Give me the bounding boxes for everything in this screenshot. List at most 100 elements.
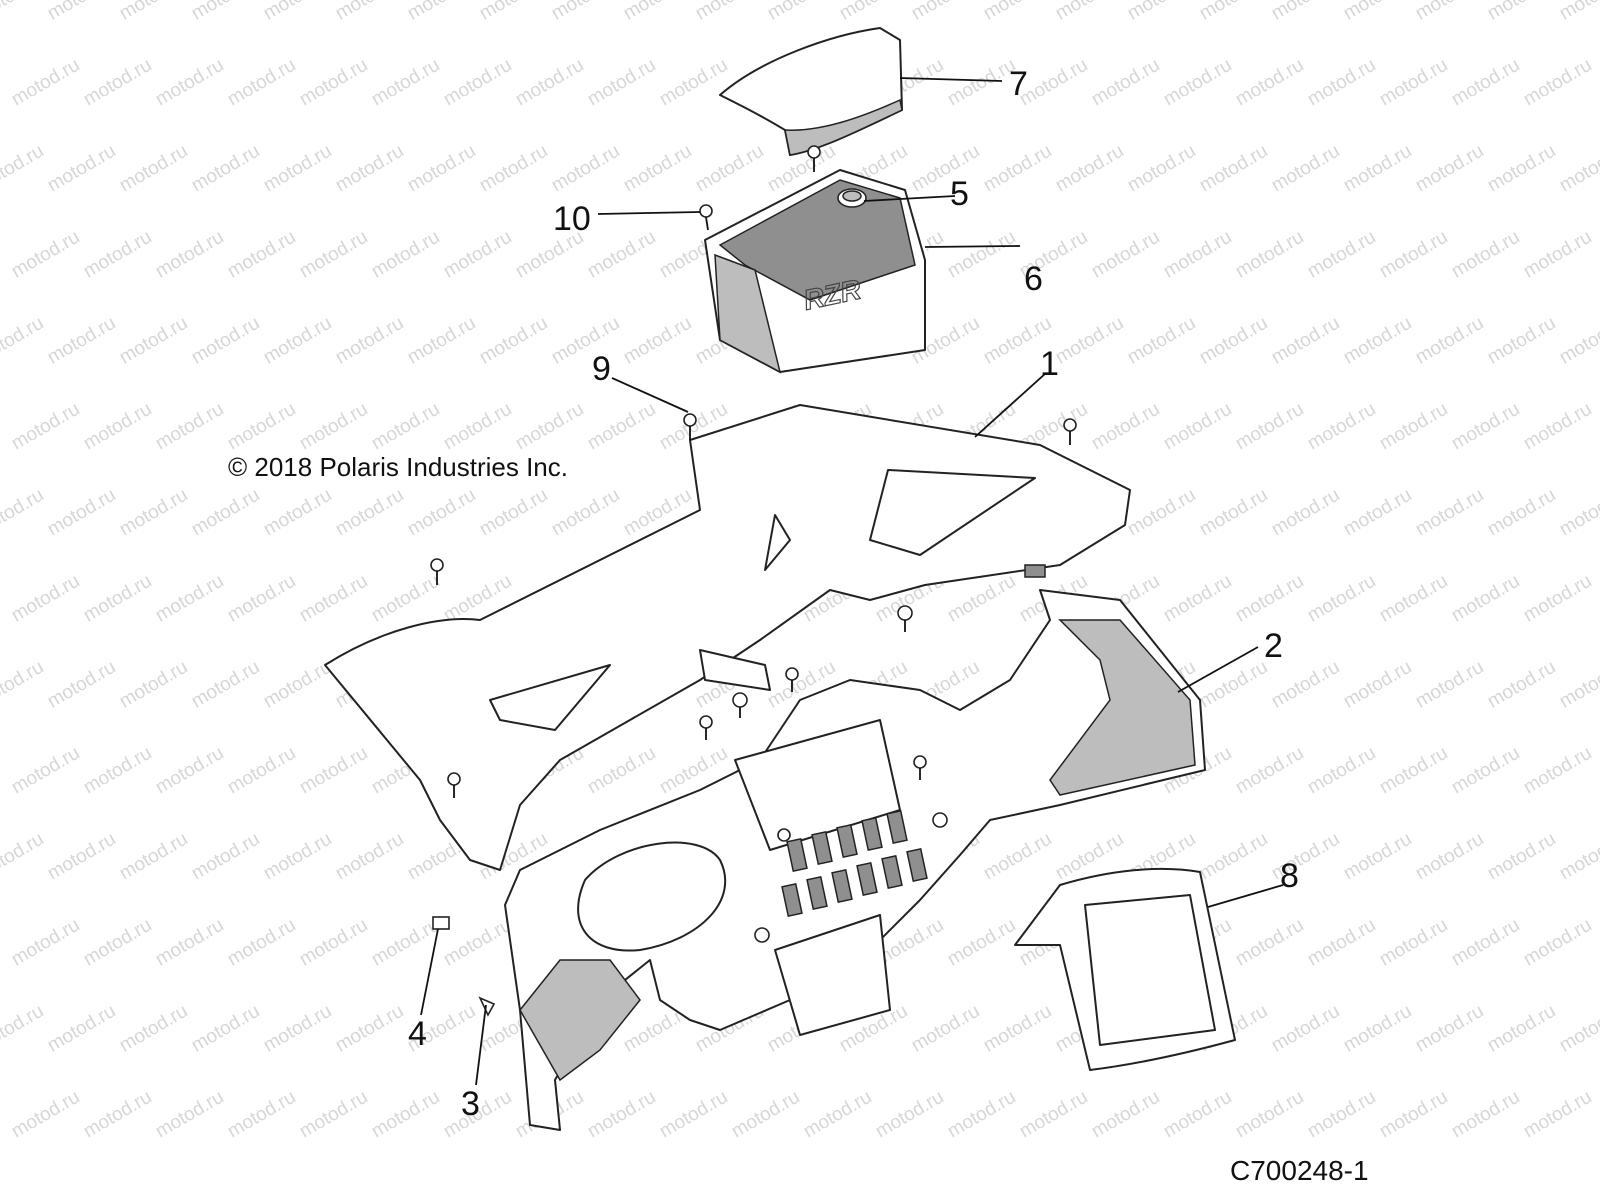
watermark-text: motod.ru [152, 55, 227, 111]
watermark-text: motod.ru [1556, 829, 1600, 885]
watermark-text: motod.ru [44, 313, 119, 369]
watermark-text: motod.ru [1232, 55, 1307, 111]
watermark-text: motod.ru [8, 743, 83, 799]
watermark-text: motod.ru [1232, 399, 1307, 455]
watermark-text: motod.ru [116, 1001, 191, 1057]
watermark-text: motod.ru [1016, 1087, 1091, 1143]
watermark-text: motod.ru [116, 141, 191, 197]
watermark-text: motod.ru [1376, 399, 1451, 455]
watermark-text: motod.ru [332, 313, 407, 369]
watermark-text: motod.ru [1268, 657, 1343, 713]
callout-10: 10 [553, 200, 591, 238]
clip-icon [478, 996, 496, 1017]
watermark-text: motod.ru [1304, 227, 1379, 283]
watermark-text: motod.ru [1304, 55, 1379, 111]
watermark-text: motod.ru [1448, 571, 1523, 627]
watermark-text: motod.ru [1448, 743, 1523, 799]
screw-icon [732, 692, 748, 718]
watermark-text: motod.ru [764, 0, 839, 24]
watermark-text: motod.ru [692, 0, 767, 24]
watermark-text: motod.ru [1376, 915, 1451, 971]
watermark-text: motod.ru [80, 915, 155, 971]
watermark-text: motod.ru [0, 141, 47, 197]
watermark-text: motod.ru [188, 657, 263, 713]
watermark-text: motod.ru [1448, 55, 1523, 111]
watermark-text: motod.ru [1052, 0, 1127, 24]
watermark-text: motod.ru [1448, 399, 1523, 455]
watermark-text: motod.ru [332, 1001, 407, 1057]
watermark-text: motod.ru [332, 485, 407, 541]
watermark-text: motod.ru [332, 141, 407, 197]
part-7-lid [719, 27, 903, 156]
watermark-text: motod.ru [152, 399, 227, 455]
watermark-text: motod.ru [1376, 743, 1451, 799]
watermark-text: motod.ru [1448, 915, 1523, 971]
watermark-text: motod.ru [260, 485, 335, 541]
watermark-text: motod.ru [1340, 141, 1415, 197]
watermark-text: motod.ru [1088, 55, 1163, 111]
watermark-text: motod.ru [1124, 485, 1199, 541]
watermark-text: motod.ru [512, 399, 587, 455]
watermark-text: motod.ru [1376, 55, 1451, 111]
watermark-text: motod.ru [296, 571, 371, 627]
watermark-text: motod.ru [1556, 1001, 1600, 1057]
watermark-text: motod.ru [440, 227, 515, 283]
watermark-text: motod.ru [44, 829, 119, 885]
watermark-text: motod.ru [368, 55, 443, 111]
watermark-text: motod.ru [1232, 743, 1307, 799]
watermark-text: motod.ru [1232, 915, 1307, 971]
watermark-text: motod.ru [8, 55, 83, 111]
watermark-text: motod.ru [1484, 1001, 1559, 1057]
watermark-text: motod.ru [152, 915, 227, 971]
watermark-text: motod.ru [296, 227, 371, 283]
copyright-text: © 2018 Polaris Industries Inc. [228, 452, 568, 482]
watermark-text: motod.ru [0, 0, 47, 24]
watermark-text: motod.ru [296, 743, 371, 799]
watermark-text: motod.ru [224, 55, 299, 111]
watermark-text: motod.ru [1412, 829, 1487, 885]
watermark-text: motod.ru [404, 0, 479, 24]
watermark-text: motod.ru [1268, 313, 1343, 369]
watermark-text: motod.ru [1088, 399, 1163, 455]
watermark-text: motod.ru [188, 0, 263, 24]
watermark-text: motod.ru [1484, 657, 1559, 713]
watermark-text: motod.ru [548, 485, 623, 541]
diagram-id: C700248-1 [1230, 1155, 1369, 1186]
watermark-text: motod.ru [80, 571, 155, 627]
watermark-text: motod.ru [1412, 657, 1487, 713]
watermark-text: motod.ru [1052, 313, 1127, 369]
watermark-text: motod.ru [296, 399, 371, 455]
callout-1: 1 [1040, 345, 1059, 383]
watermark-text: motod.ru [44, 657, 119, 713]
watermark-text: motod.ru [80, 399, 155, 455]
watermark-text: motod.ru [224, 743, 299, 799]
watermark-text: motod.ru [620, 141, 695, 197]
watermark-text: motod.ru [1520, 55, 1595, 111]
leader-lines [420, 77, 1284, 1086]
watermark-text: motod.ru [1088, 227, 1163, 283]
watermark-text: motod.ru [368, 399, 443, 455]
watermark-text: motod.ru [44, 1001, 119, 1057]
callout-3: 3 [461, 1085, 480, 1123]
watermark-text: motod.ru [0, 313, 47, 369]
watermark-text: motod.ru [296, 915, 371, 971]
callout-9: 9 [592, 350, 611, 388]
watermark-text: motod.ru [8, 227, 83, 283]
watermark-text: motod.ru [1340, 657, 1415, 713]
watermark-text: motod.ru [908, 0, 983, 24]
watermark-text: motod.ru [0, 829, 47, 885]
part-2-lower-dash [504, 589, 1206, 1131]
watermark-text: motod.ru [1412, 1001, 1487, 1057]
watermark-text: motod.ru [1340, 313, 1415, 369]
part-8-bezel [1014, 867, 1236, 1071]
screw-icon [430, 558, 444, 585]
watermark-text: motod.ru [80, 1087, 155, 1143]
watermark-text: motod.ru [1376, 571, 1451, 627]
part-1-upper-dash [324, 404, 1131, 871]
watermark-text: motod.ru [188, 1001, 263, 1057]
watermark-text: motod.ru [404, 485, 479, 541]
watermark-text: motod.ru [224, 915, 299, 971]
watermark-text: motod.ru [1160, 571, 1235, 627]
watermark-text: motod.ru [1520, 399, 1595, 455]
